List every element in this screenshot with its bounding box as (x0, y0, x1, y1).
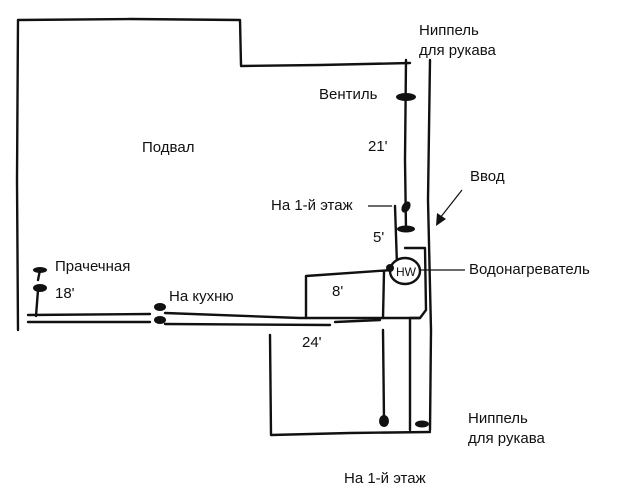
to-first-floor-lower-label: На 1-й этаж (344, 470, 426, 487)
hose-bib-top-label-2: для рукава (419, 42, 496, 59)
pipe-heater-loop (403, 246, 428, 432)
inlet-arrow (439, 189, 463, 219)
run-21-label: 21' (368, 138, 388, 155)
valve-icon (396, 93, 416, 101)
fitting-icon (401, 201, 411, 213)
laundry-label: Прачечная (55, 258, 131, 275)
basement-wall (15, 17, 243, 332)
pipe-to-first-floor (393, 204, 399, 267)
basement-wall-top-right (239, 61, 412, 68)
to-first-floor-upper-label: На 1-й этаж (271, 197, 353, 214)
basement-wall-right (426, 58, 433, 432)
hose-bib-bottom-label-1: Ниппель (468, 410, 528, 427)
kitchen-tap-icon (154, 316, 166, 324)
basement-wall-bottom (268, 333, 432, 437)
run-8-label: 8' (332, 283, 344, 300)
hose-bib-bottom-label-2: для рукава (468, 430, 545, 447)
laundry-tap-icon (33, 267, 47, 273)
pipe-to-laundry (34, 268, 42, 318)
valve-label: Вентиль (319, 86, 378, 103)
hose-bib-top-label-1: Ниппель (419, 22, 479, 39)
water-heater-abbr: HW (396, 265, 416, 279)
run-24-label: 24' (302, 334, 322, 351)
fitting-icon (397, 225, 415, 233)
heater-box (304, 268, 394, 320)
hose-bib-icon (415, 420, 429, 428)
run-5-label: 5' (373, 229, 385, 246)
to-kitchen-label: На кухню (169, 288, 234, 305)
inlet-arrowhead (436, 213, 446, 226)
supply-pipe (26, 311, 422, 320)
supply-pipe-lower (26, 318, 382, 327)
kitchen-tap-icon (154, 303, 166, 311)
basement-label: Подвал (142, 139, 195, 156)
riser-icon (379, 415, 389, 427)
water-heater-label: Водонагреватель (469, 261, 590, 278)
inlet-label: Ввод (470, 168, 505, 185)
run-18-label: 18' (55, 285, 75, 302)
fitting-icon (386, 264, 394, 272)
pipe-down-first-floor (381, 328, 386, 422)
laundry-tap-icon (33, 284, 47, 292)
